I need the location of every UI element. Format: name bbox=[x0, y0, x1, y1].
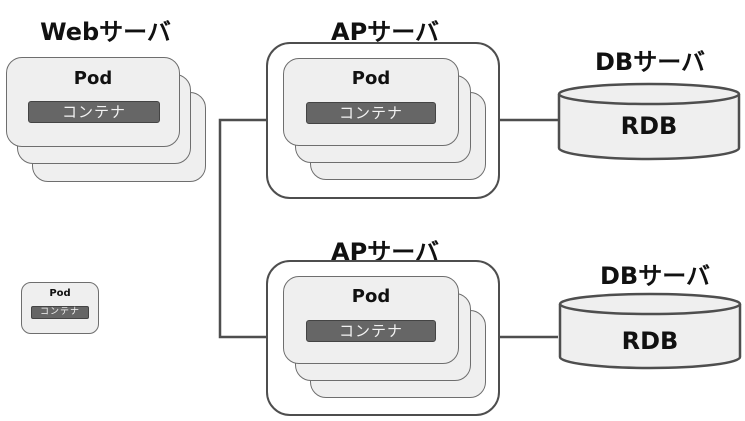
legend-container-badge: コンテナ bbox=[31, 306, 89, 319]
db-1-cylinder-icon[interactable] bbox=[556, 82, 742, 162]
ap-server-2-box[interactable]: Pod コンテナ bbox=[266, 260, 500, 416]
pod-label: Pod bbox=[351, 68, 391, 89]
db-server-2-title: DBサーバ bbox=[600, 262, 710, 290]
container-badge[interactable]: コンテナ bbox=[306, 320, 436, 342]
ap-server-1-box[interactable]: Pod コンテナ bbox=[266, 42, 500, 199]
db-2-label: RDB bbox=[621, 327, 679, 355]
pod-front[interactable]: Pod コンテナ bbox=[6, 57, 180, 147]
pod-front[interactable]: Pod コンテナ bbox=[283, 58, 459, 146]
web-server-title: Webサーバ bbox=[40, 18, 171, 46]
ap-server-1-title: APサーバ bbox=[331, 18, 439, 46]
web-to-ap-connector bbox=[218, 118, 267, 339]
pod-front[interactable]: Pod コンテナ bbox=[283, 276, 459, 364]
legend-pod: Pod コンテナ bbox=[21, 282, 99, 334]
pod-label: Pod bbox=[351, 286, 391, 307]
db-1-label: RDB bbox=[620, 112, 678, 140]
pod-label: Pod bbox=[73, 68, 113, 89]
container-badge[interactable]: コンテナ bbox=[306, 102, 436, 124]
db-server-1-title: DBサーバ bbox=[595, 48, 705, 76]
db-2-cylinder-icon[interactable] bbox=[557, 291, 743, 371]
container-badge[interactable]: コンテナ bbox=[28, 101, 160, 123]
legend-pod-label: Pod bbox=[49, 288, 71, 299]
